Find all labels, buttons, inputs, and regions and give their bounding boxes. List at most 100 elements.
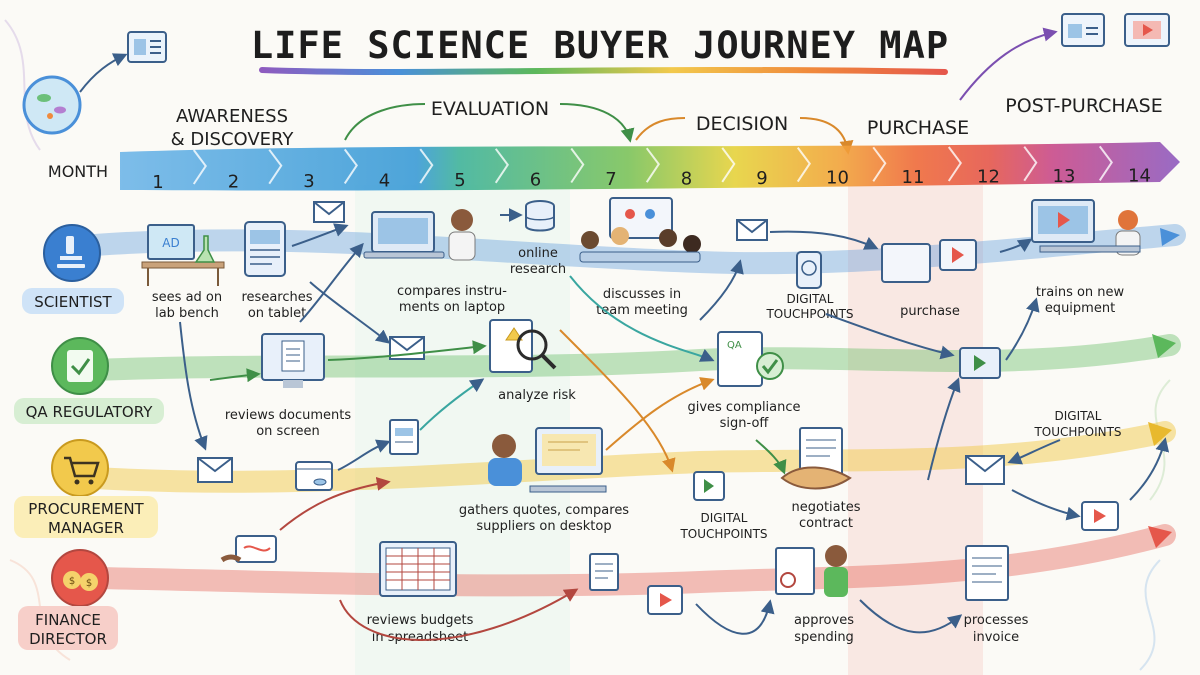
qa-lane-arrowhead: [1152, 334, 1176, 358]
step-reviews-budgets-line2: in spreadsheet: [372, 630, 468, 645]
procurement-person-icon: [492, 434, 516, 458]
laptop-scientist-illustration: [363, 209, 476, 261]
timeline-chevron: [645, 147, 660, 183]
role-qa-regulatory: QA REGULATORY: [26, 403, 154, 421]
finance-person-icon: [825, 545, 847, 567]
database-icon: [525, 200, 555, 232]
evaluation-arc-right: [559, 103, 635, 143]
quote-document-icon: [389, 419, 419, 455]
step-gathers-quotes-line2: suppliers on desktop: [476, 519, 611, 534]
svg-text:$: $: [86, 578, 92, 589]
timeline-chevron: [1023, 146, 1038, 182]
qa-monitor-icon: [959, 347, 1001, 379]
spreadsheet-illustration: [379, 541, 457, 597]
month-label: MONTH: [48, 162, 108, 181]
step-compliance-line1: gives compliance: [687, 400, 800, 415]
timeline-chevron: [343, 148, 358, 184]
purchase-illustration: [881, 239, 977, 283]
globe-icon: [801, 260, 817, 276]
step-team-meeting-line1: discusses in: [603, 287, 681, 302]
step-digital-touchpoints-3-line2: TOUCHPOINTS: [679, 527, 767, 541]
step-sees-ad-line2: lab bench: [155, 306, 219, 321]
step-compliance-line2: sign-off: [720, 416, 770, 431]
role-finance-line2: DIRECTOR: [29, 630, 107, 648]
scientist-lane-arrowhead: [1160, 228, 1180, 246]
step-reviews-documents-line2: on screen: [256, 424, 320, 439]
decision-arc-left: [635, 117, 686, 141]
document-monitor-illustration: [261, 333, 325, 388]
svg-text:AD: AD: [162, 236, 179, 250]
procurement-badge: [51, 439, 109, 497]
approval-illustration: [775, 545, 848, 597]
timeline-chevron: [494, 148, 509, 184]
step-digital-touchpoints-1-line2: TOUCHPOINTS: [765, 307, 853, 321]
lab-bench-ad-illustration: AD: [141, 224, 225, 286]
step-sees-ad-line1: sees ad on: [152, 290, 222, 305]
timeline-chevron: [947, 146, 962, 182]
timeline-chevron: [570, 147, 585, 184]
finance-badge: $ $: [51, 549, 109, 607]
warning-icon: [505, 327, 523, 341]
phase-decision: DECISION: [696, 113, 788, 135]
step-researches-line1: researches: [241, 290, 312, 305]
role-procurement-line1: PROCUREMENT: [28, 500, 144, 518]
step-compares-line2: ments on laptop: [399, 300, 505, 315]
month-4: 4: [379, 171, 390, 192]
timeline-chevron: [268, 149, 283, 185]
timeline-chevrons: [192, 145, 1113, 185]
microscope-icon: [66, 236, 74, 254]
hand-card-icon: [220, 535, 277, 563]
tablet-illustration: [244, 221, 286, 277]
month-9: 9: [756, 168, 767, 189]
arrow-to-document: [79, 53, 128, 93]
email-icon-4: [197, 457, 233, 483]
scientist-badge: [43, 224, 101, 282]
smartphone-icon: [796, 251, 822, 289]
step-analyze-risk: analyze risk: [498, 388, 576, 403]
step-compares-line1: compares instru-: [397, 284, 507, 299]
browser-window-icon: [1061, 13, 1105, 47]
title-underline: [259, 67, 948, 75]
risk-analysis-illustration: [489, 319, 557, 373]
step-online-research-line1: online: [518, 246, 558, 261]
invoice-illustration: [965, 545, 1009, 601]
flask-icon: [194, 235, 216, 263]
browser-database-icon: [295, 461, 333, 491]
step-trains-line2: equipment: [1045, 301, 1115, 316]
qa-badge: [51, 337, 109, 395]
timeline-chevron: [419, 148, 434, 184]
month-7: 7: [605, 169, 616, 190]
step-processes-invoice-line2: invoice: [973, 630, 1019, 645]
magnifier-icon: [516, 329, 548, 361]
month-5: 5: [454, 170, 465, 191]
step-researches-line2: on tablet: [248, 306, 306, 321]
finance-video-icon: [647, 585, 683, 615]
petri-dish-icon: [22, 75, 82, 135]
step-digital-touchpoints-2-line1: DIGITAL: [1055, 409, 1102, 423]
step-digital-touchpoints-3-line1: DIGITAL: [701, 511, 748, 525]
team-meeting-illustration: [579, 197, 701, 263]
email-icon-5: [965, 455, 1005, 485]
step-negotiates-line1: negotiates: [792, 500, 861, 515]
month-2: 2: [228, 172, 239, 193]
document-window-icon: [127, 31, 167, 63]
month-6: 6: [530, 170, 541, 191]
scientist-label-bg: [22, 288, 124, 314]
month-13: 13: [1053, 166, 1076, 187]
shopping-cart-icon: [64, 456, 100, 478]
phase-purchase: PURCHASE: [867, 117, 969, 139]
step-purchase: purchase: [900, 304, 960, 319]
phase-awareness-line1: AWARENESS: [176, 106, 288, 127]
checkmark-icon: [756, 352, 784, 380]
procurement-label-bg: [14, 496, 158, 538]
finance-lane-arrowhead: [1148, 526, 1172, 548]
step-team-meeting-line2: team meeting: [596, 303, 688, 318]
month-14: 14: [1128, 166, 1151, 187]
month-11: 11: [902, 167, 925, 188]
step-negotiates-line2: contract: [799, 516, 853, 531]
timeline-chevron: [721, 147, 736, 183]
email-icon-2: [736, 219, 768, 241]
